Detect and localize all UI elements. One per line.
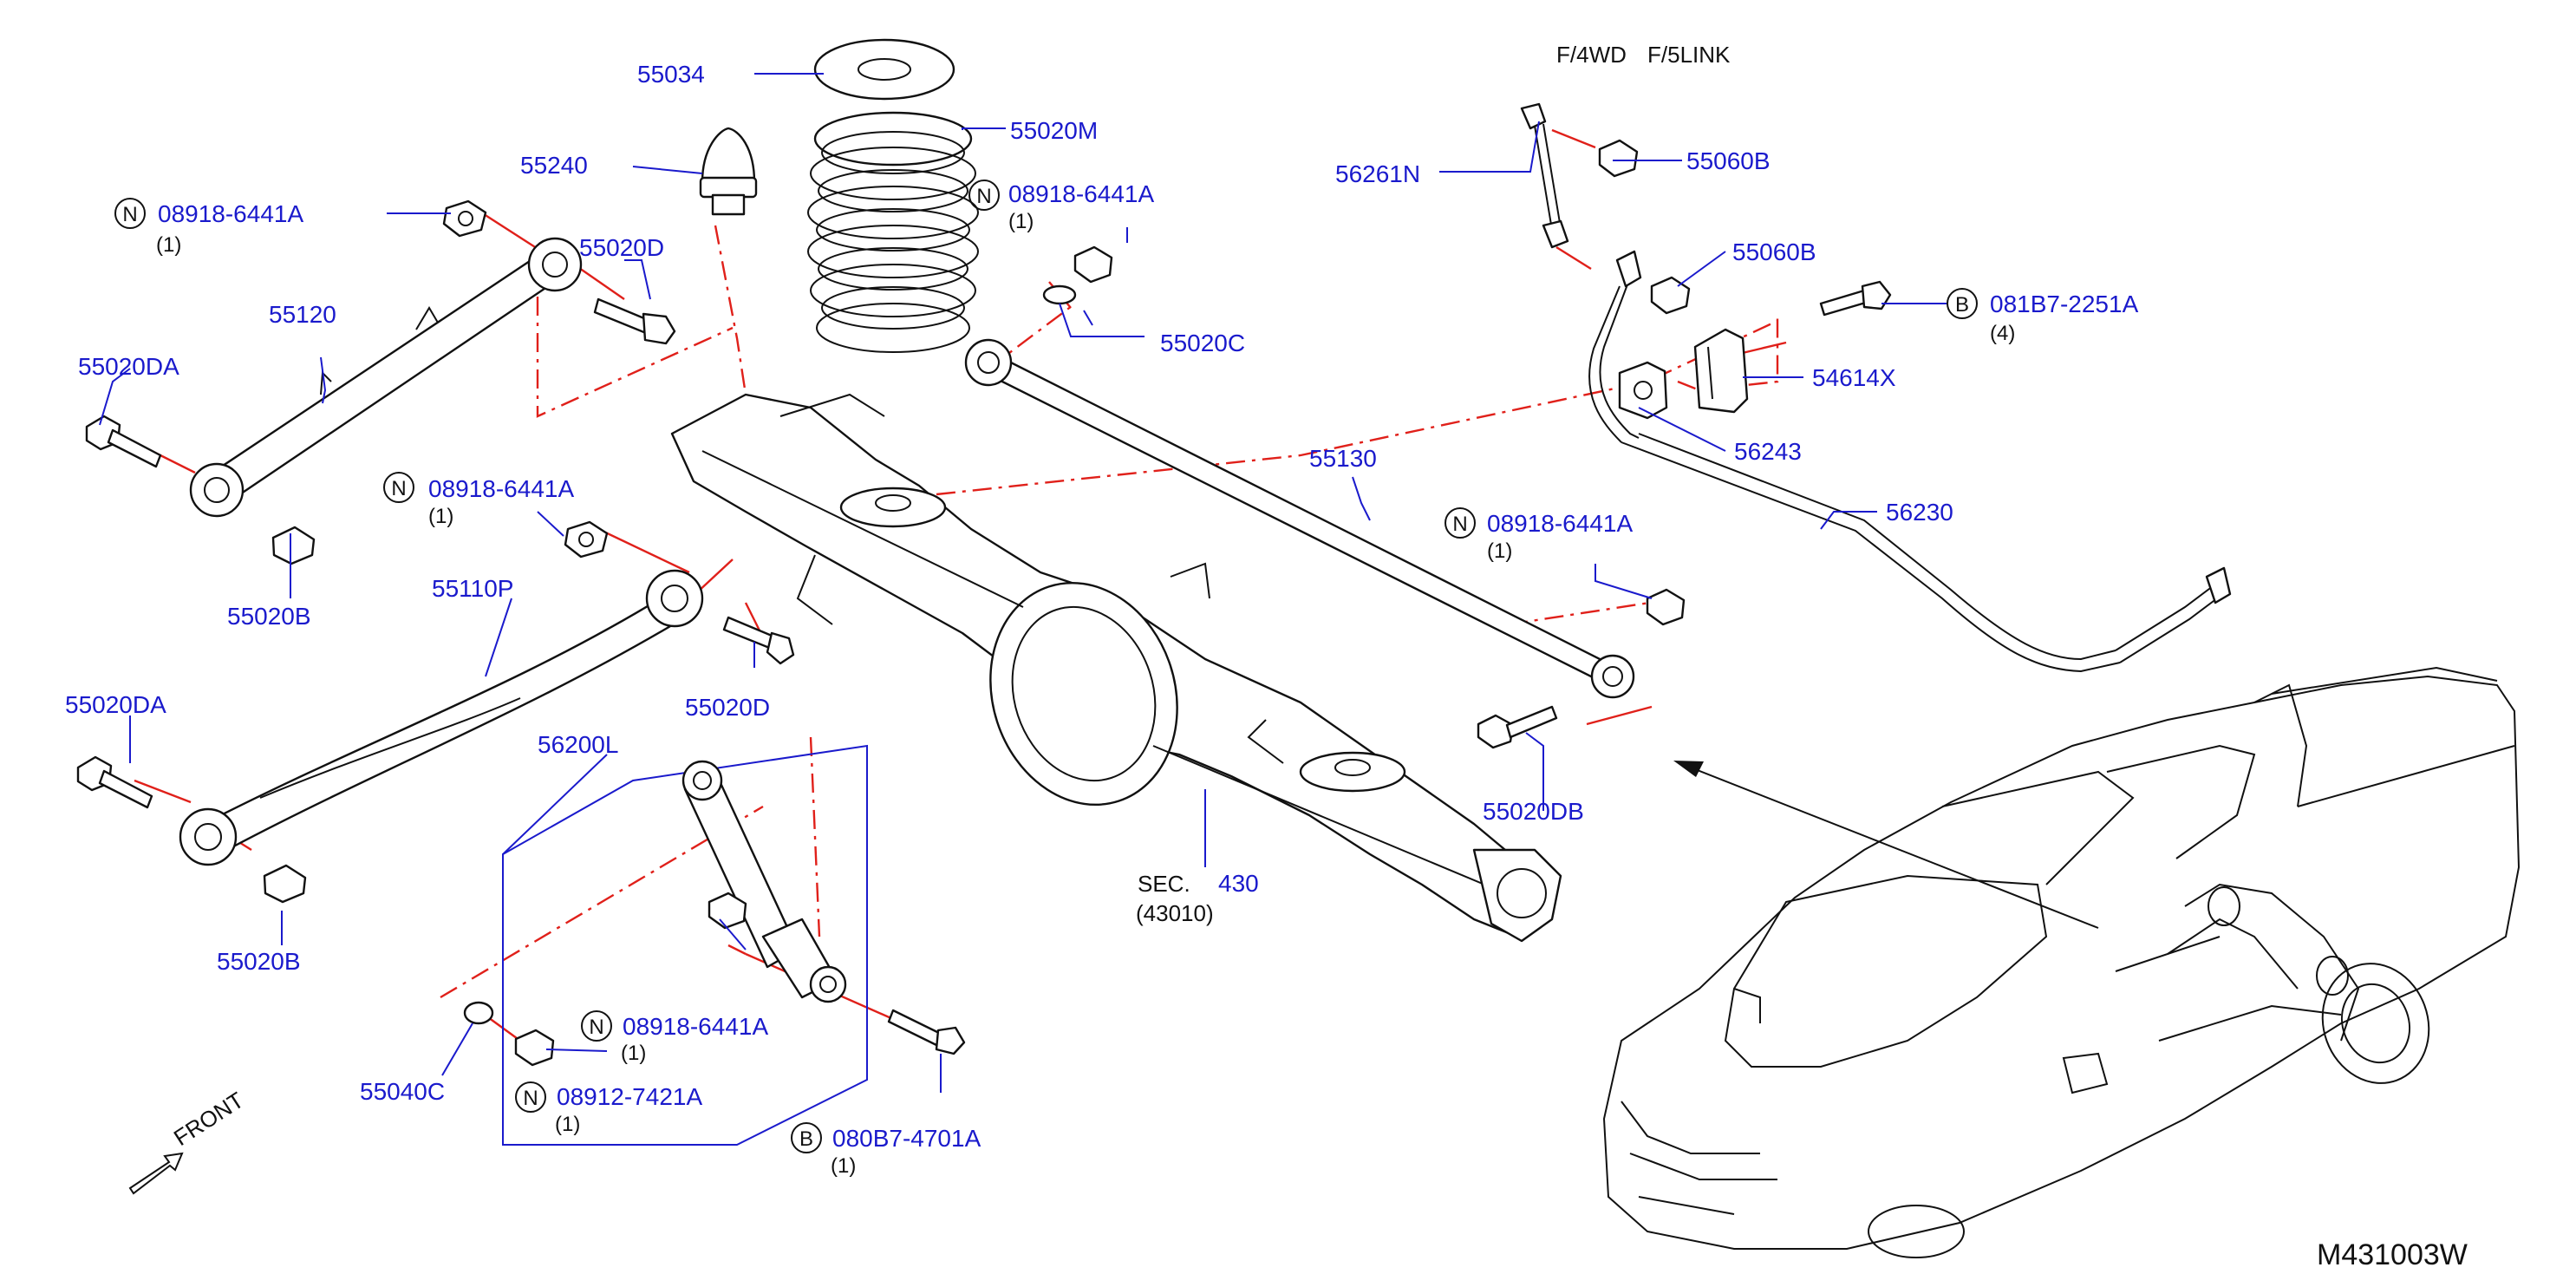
label-56230: 56230: [1886, 499, 1953, 526]
label-56200L: 56200L: [538, 731, 618, 758]
shock-absorber-nut: [708, 892, 747, 930]
lower-link-bolt-left: [76, 755, 153, 809]
label-55020C: 55020C: [1160, 330, 1245, 356]
qty-stab-bolt: (4): [1990, 322, 2015, 345]
upper-link-cap-nut: [271, 526, 316, 565]
stabilizer-connecting-rod: [964, 338, 1635, 699]
label-55040C: 55040C: [360, 1078, 445, 1105]
stabilizer-link-nut-bottom: [1650, 276, 1691, 315]
label-54614X: 54614X: [1812, 364, 1896, 391]
upper-link-bolt-right: [593, 297, 676, 345]
symbol-n-circle: [114, 198, 146, 229]
symbol-n: N: [122, 203, 137, 226]
stabilizer-bracket-bolt: [1819, 280, 1892, 317]
symbol-n: N: [976, 185, 991, 208]
stabilizer-bar: [1588, 250, 2232, 673]
qty-right: (1): [1487, 539, 1512, 563]
label-56243: 56243: [1734, 438, 1802, 465]
qty-shock-bolt: (1): [831, 1154, 856, 1178]
vehicle-callout-arrow: [1673, 761, 2099, 929]
label-08918-6441A-left: 08918-6441A: [428, 475, 574, 502]
lower-link: [179, 569, 704, 866]
symbol-b-circle: [791, 1122, 822, 1153]
upper-link-bolt-left: [85, 415, 162, 468]
label-08912-7421A: 08912-7421A: [557, 1083, 702, 1110]
connecting-rod-washer: [1042, 284, 1077, 305]
label-55060B-top: 55060B: [1686, 147, 1771, 174]
label-55020DB: 55020DB: [1483, 798, 1584, 825]
qty-shock: (1): [621, 1042, 646, 1065]
shock-absorber-frame: [502, 744, 868, 1146]
shock-absorber: [681, 760, 847, 1003]
connecting-rod-nut-top: [1073, 245, 1113, 284]
bump-stopper: [699, 127, 758, 216]
symbol-n-circle: [1445, 507, 1476, 539]
vehicle-illustration: [1602, 666, 2521, 1258]
label-55020M: 55020M: [1010, 117, 1098, 144]
upper-link: [189, 237, 583, 518]
spring-upper-seat: [813, 38, 955, 101]
stabilizer-link-nut-top: [1598, 139, 1639, 178]
qty-top: (1): [156, 233, 181, 257]
coil-spring: [807, 111, 979, 353]
symbol-n: N: [589, 1016, 603, 1039]
connecting-rod-bolt: [1477, 705, 1558, 749]
lower-link-cap-nut: [263, 864, 307, 904]
rear-axle-housing: [670, 393, 1562, 943]
symbol-n-circle: [515, 1081, 546, 1113]
stabilizer-bracket: [1693, 328, 1749, 414]
stabilizer-bushing: [1618, 361, 1668, 420]
section-number: 430: [1218, 870, 1259, 897]
qty-left: (1): [428, 505, 453, 528]
label-55020B-top: 55020B: [227, 603, 311, 630]
label-56261N: 56261N: [1335, 160, 1420, 187]
shock-washer: [463, 1001, 494, 1025]
front-direction-arrow: [128, 1152, 184, 1195]
symbol-n-circle: [968, 180, 1000, 211]
symbol-b: B: [1955, 293, 1969, 317]
front-label: FRONT: [169, 1087, 249, 1151]
section-sub: (43010): [1136, 900, 1214, 926]
label-080B7-4701A: 080B7-4701A: [832, 1125, 981, 1152]
stabilizer-link: [1520, 102, 1569, 249]
upper-link-nut: [442, 199, 487, 238]
symbol-b-circle: [1947, 288, 1978, 319]
label-08918-6441A-mid: 08918-6441A: [1008, 180, 1154, 207]
leader-lines: [99, 73, 1947, 1093]
symbol-n: N: [391, 477, 406, 500]
shock-lower-nut: [514, 1029, 555, 1067]
lower-link-nut-top: [564, 520, 609, 559]
label-55020DA-top: 55020DA: [78, 353, 179, 380]
connecting-rod-nut-right: [1646, 588, 1686, 626]
label-08918-6441A-top: 08918-6441A: [158, 200, 303, 227]
label-55034: 55034: [637, 61, 705, 88]
labels: F/4WD F/5LINK 55034 55020M 55240 N 08918…: [65, 42, 2468, 1271]
symbol-n-circle: [581, 1010, 612, 1042]
symbol-n: N: [1452, 513, 1467, 536]
qty-lower: (1): [555, 1113, 580, 1136]
symbol-n: N: [523, 1087, 538, 1110]
header-variant-b: F/5LINK: [1647, 42, 1731, 68]
label-55020D-top: 55020D: [579, 234, 664, 261]
label-55110P: 55110P: [432, 575, 513, 602]
label-55240: 55240: [520, 152, 588, 179]
label-55020DA-bottom: 55020DA: [65, 691, 166, 718]
label-55130: 55130: [1309, 445, 1377, 472]
label-081B7-2251A: 081B7-2251A: [1990, 291, 2139, 317]
label-55120: 55120: [269, 301, 336, 328]
symbol-b: B: [799, 1127, 813, 1151]
label-55020B-bottom: 55020B: [217, 948, 301, 975]
lower-link-bolt-right: [722, 616, 795, 665]
shock-lower-bolt: [887, 1009, 966, 1055]
diagram-id: M431003W: [2317, 1238, 2468, 1271]
qty-mid: (1): [1008, 210, 1034, 233]
label-08918-6441A-right: 08918-6441A: [1487, 510, 1633, 537]
label-08918-6441A-shock: 08918-6441A: [623, 1013, 768, 1040]
label-55020D-bottom: 55020D: [685, 694, 770, 721]
section-prefix: SEC.: [1138, 871, 1190, 897]
header-variant-a: F/4WD: [1556, 42, 1627, 68]
symbol-n-circle: [383, 472, 414, 503]
label-55060B-bottom: 55060B: [1732, 238, 1816, 265]
